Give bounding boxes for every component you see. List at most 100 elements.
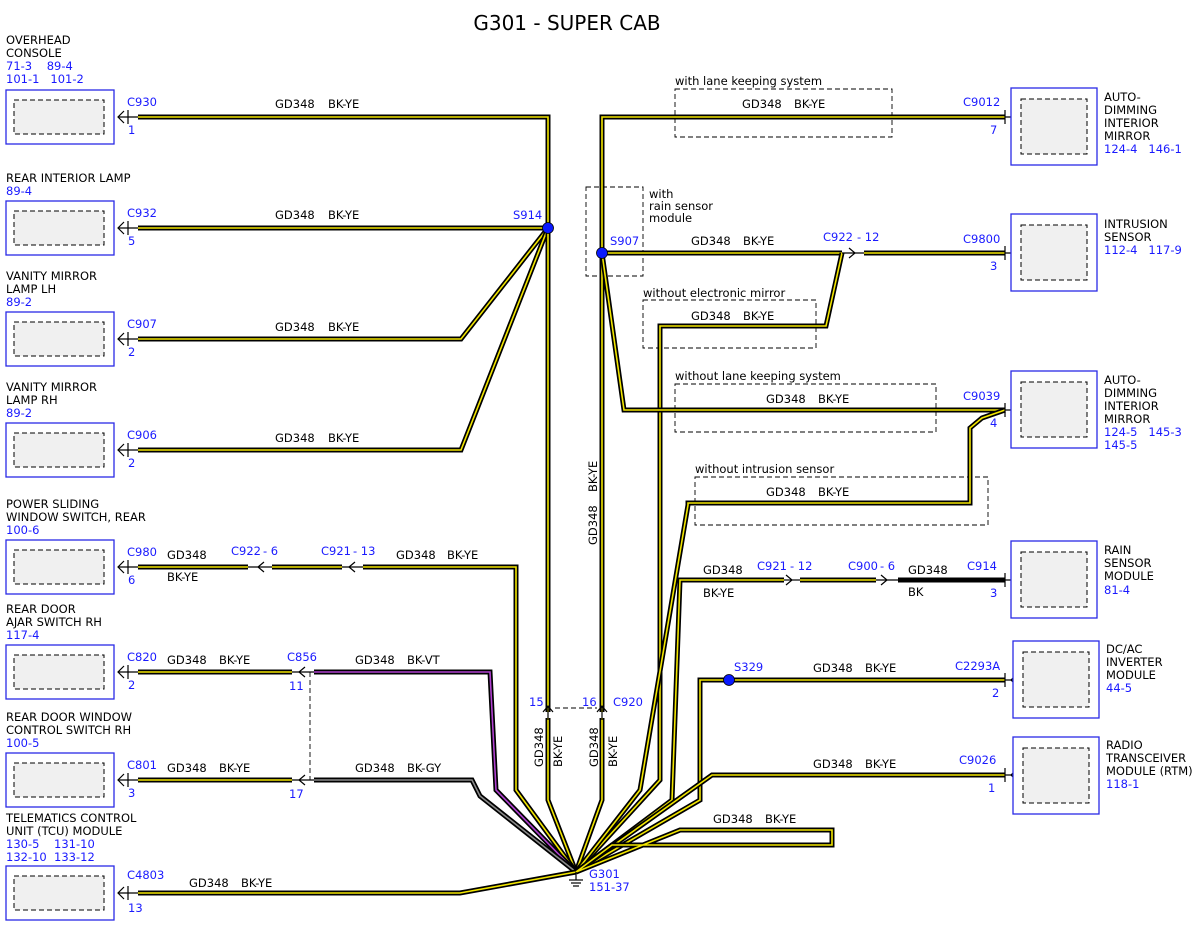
wl-c907-color: BK-YE [328,320,359,334]
ground-symbol [569,872,583,887]
door-ajar-ref: 117-4 [6,628,39,642]
radio-name-3: MODULE (RTM) [1106,764,1193,778]
c9012-pin: 7 [990,123,997,137]
overhead-console-ref-2: 101-1 101-2 [6,72,84,86]
c856-label: C856 [287,650,317,664]
door-ajar-name-1: REAR DOOR [6,602,76,616]
rain-sensor-name-2: SENSOR [1104,556,1152,570]
wl-c856-gy-color: BK-GY [407,761,442,775]
c820-pin: 2 [128,678,135,692]
auto-dimming-2-name-3: INTERIOR [1104,399,1159,413]
wl-c856-vt-color: BK-VT [407,653,441,667]
tcu-ref-2: 132-10 133-12 [6,850,95,864]
intrusion-name-1: INTRUSION [1104,217,1168,231]
auto-dimming-2-ref-1: 124-5 145-3 [1104,425,1182,439]
c980-pin: 6 [128,573,135,587]
inverter-name-3: MODULE [1106,668,1156,682]
wl-c4803-color: BK-YE [241,876,272,890]
option-label-without-lks: without lane keeping system [675,369,841,383]
wl-c801-circuit: GD348 [167,761,207,775]
wire-c906-rh [138,227,551,453]
wl-c9026-color: BK-YE [865,757,896,771]
overhead-console-inner [13,99,105,135]
auto-dimming-2-inner [1020,381,1088,438]
c9012-label: C9012 [963,95,1000,109]
wl-c921-12-color: BK-YE [703,586,734,600]
c922-12-label: C922 [823,230,853,244]
wl-loop-circuit: GD348 [713,812,753,826]
c9039-pin: 4 [990,416,997,430]
wire-c907-lh [138,226,550,342]
option-box-with-rain-sensor [585,186,644,277]
ground-name: G301 [589,867,620,881]
c2293a-label: C2293A [955,659,1000,673]
c921-12-pin: - 12 [790,559,812,573]
intrusion-ref: 112-4 117-9 [1104,243,1182,257]
splice-s914 [542,222,554,234]
wl-c9012-circuit: GD348 [742,97,782,111]
c820-label: C820 [127,650,157,664]
wl-c920-15-circuit: GD348 [532,727,546,767]
c921-12-label: C921 [757,559,787,573]
auto-dimming-2-name-1: AUTO- [1104,373,1141,387]
wl-c906-color: BK-YE [328,431,359,445]
c920-pin-15: 15 [529,695,544,709]
option-label-with-lks: with lane keeping system [675,74,822,88]
c907-pin: 2 [128,345,135,359]
wl-intrusion-color: BK-YE [818,485,849,499]
c9026-pin: 1 [988,781,995,795]
auto-dimming-1-name-2: DIMMING [1104,103,1157,117]
wl-intrusion-circuit: GD348 [766,485,806,499]
c9800-label: C9800 [963,232,1000,246]
c9039-label: C9039 [963,389,1000,403]
c4803-pin: 13 [128,901,143,915]
c900-6-label: C900 [848,559,878,573]
wl-c4803-circuit: GD348 [189,876,229,890]
option-label-with-rain-1: with [649,187,673,201]
wl-c906-circuit: GD348 [275,431,315,445]
rear-interior-lamp-ref: 89-4 [6,184,32,198]
wire-without-emirror [574,252,845,874]
auto-dimming-1-name-4: MIRROR [1104,129,1150,143]
c922-6-pin: - 6 [263,544,278,558]
auto-dimming-2-ref-2: 145-5 [1104,438,1137,452]
wl-c920-16-color: BK-YE [606,736,620,767]
door-ajar-name-2: AJAR SWITCH RH [6,615,102,629]
c922-12-pin: - 12 [857,230,879,244]
overhead-console-ref-1: 71-3 89-4 [6,59,73,73]
wl-loop-color: BK-YE [765,812,796,826]
wl-c801-color: BK-YE [219,761,250,775]
vanity-rh-name-1: VANITY MIRROR [6,380,97,394]
auto-dimming-1-name-3: INTERIOR [1104,116,1159,130]
radio-inner [1022,747,1090,804]
wl-c922-color: BK-YE [743,234,774,248]
wire-ground-loop [574,827,835,875]
tcu-ref-1: 130-5 131-10 [6,837,95,851]
wl-c856-gy-circuit: GD348 [355,761,395,775]
rain-sensor-name-1: RAIN [1104,543,1131,557]
c921-13-label: C921 [321,544,351,558]
door-window-ref: 100-5 [6,736,39,750]
rain-sensor-inner [1020,551,1088,608]
rain-sensor-name-3: MODULE [1104,569,1154,583]
power-sliding-name-1: POWER SLIDING [6,497,99,511]
wire-labels: GD348 BK-YE GD348 BK-YE GD348 BK-YE GD34… [167,97,948,890]
vanity-lh-name-2: LAMP LH [6,282,56,296]
wl-vert-color: BK-YE [586,461,600,492]
power-sliding-name-2: WINDOW SWITCH, REAR [6,510,146,524]
wl-c921-color: BK-YE [447,548,478,562]
option-label-without-emirror: without electronic mirror [643,286,785,300]
c4803-label: C4803 [127,868,164,882]
power-sliding-inner [13,549,105,585]
inverter-ref: 44-5 [1106,681,1132,695]
tcu-name-1: TELEMATICS CONTROL [5,811,137,825]
wl-c980-color: BK-YE [167,570,198,584]
wire-without-intrusion [574,407,1006,874]
wl-c920-15-color: BK-YE [551,736,565,767]
c932-pin: 5 [128,234,135,248]
wl-c907-circuit: GD348 [275,320,315,334]
wl-c920-16-circuit: GD348 [587,727,601,767]
c921-13-pin: - 13 [353,544,375,558]
c856-pin-17: 17 [289,787,304,801]
